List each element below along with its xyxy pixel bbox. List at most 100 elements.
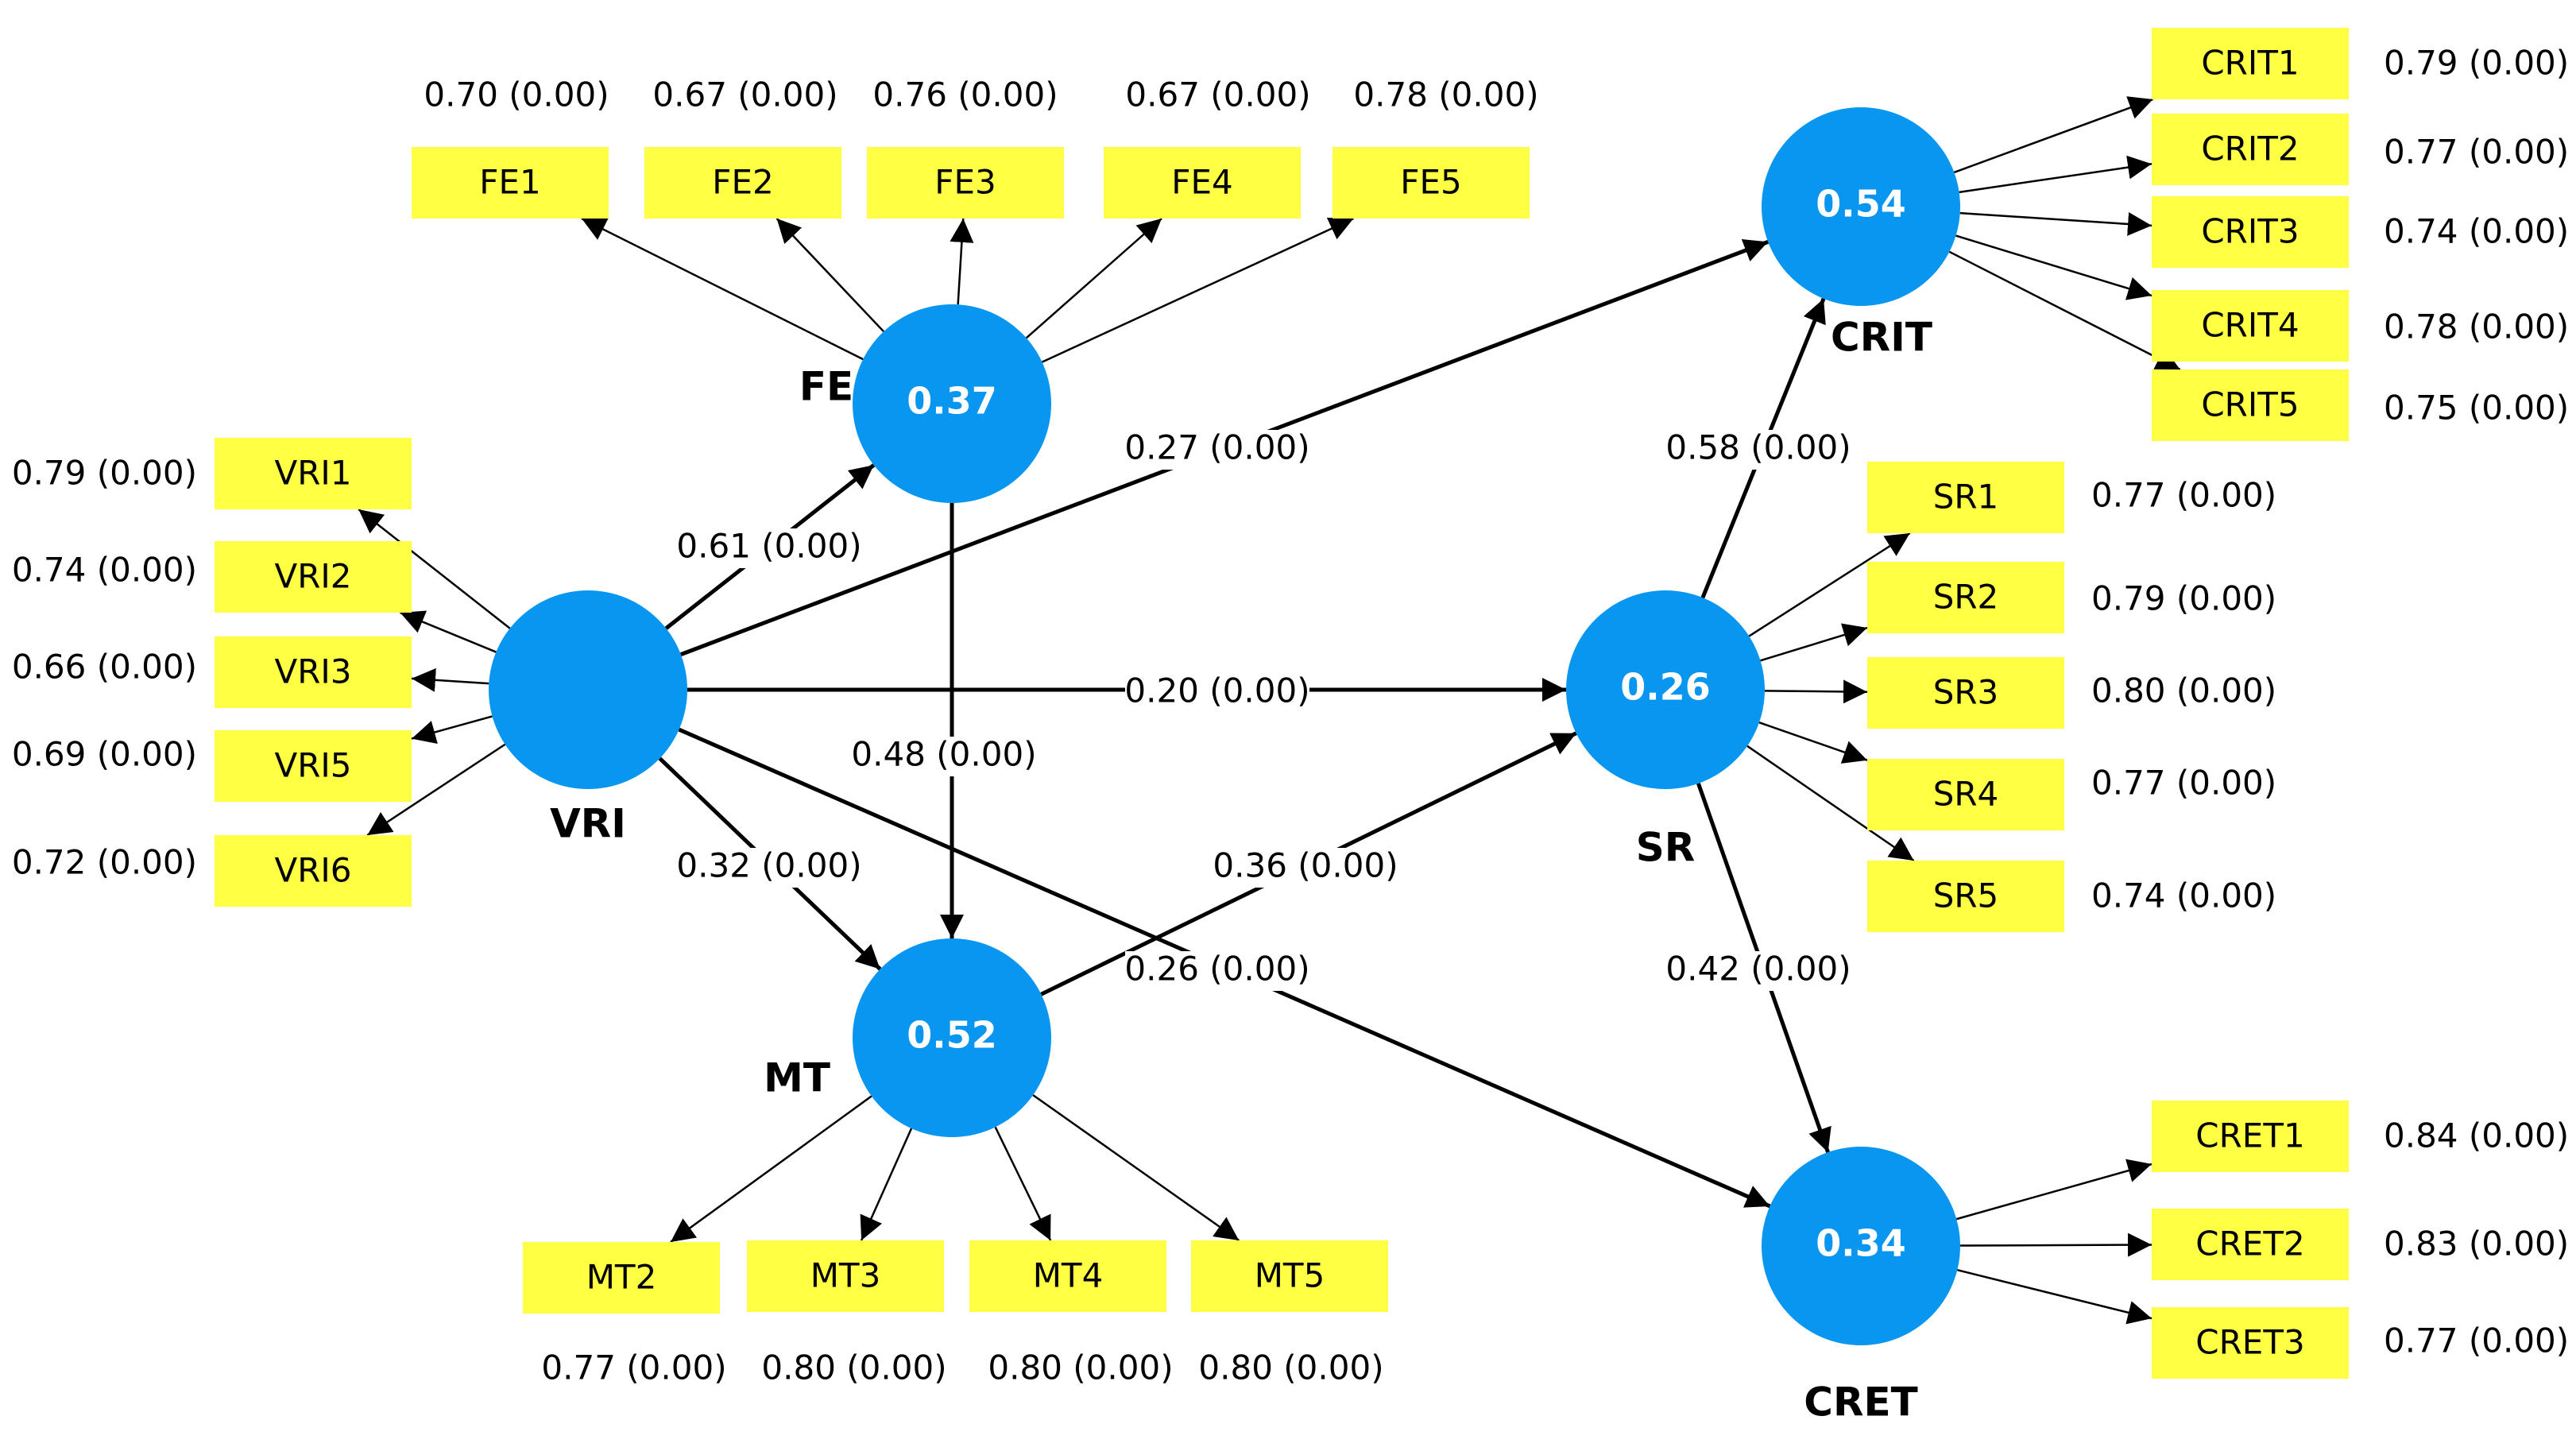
indicator-box[interactable] bbox=[644, 147, 841, 219]
indicator-vri6[interactable]: VRI6 bbox=[215, 835, 412, 907]
latent-name: SR bbox=[1636, 825, 1696, 871]
indicator-crit3[interactable]: CRIT3 bbox=[2152, 196, 2349, 268]
indicator-box[interactable] bbox=[215, 637, 412, 708]
indicator-fe1[interactable]: FE1 bbox=[412, 147, 609, 219]
indicator-label: MT3 bbox=[810, 1256, 881, 1295]
loading-value-cret2: 0.83 (0.00) bbox=[2384, 1225, 2569, 1263]
indicator-sr3[interactable]: SR3 bbox=[1867, 657, 2064, 729]
indicator-crit4[interactable]: CRIT4 bbox=[2152, 290, 2349, 362]
indicator-box[interactable] bbox=[1332, 147, 1530, 219]
loading-arrow-fe4 bbox=[1025, 218, 1162, 339]
indicator-label: FE4 bbox=[1171, 163, 1232, 202]
loading-arrow-mt3 bbox=[860, 1128, 913, 1241]
indicator-fe5[interactable]: FE5 bbox=[1332, 147, 1530, 219]
indicator-label: FE2 bbox=[712, 163, 773, 202]
indicator-box[interactable] bbox=[1867, 861, 2064, 932]
path-coef-bg bbox=[1213, 848, 1398, 888]
indicator-box[interactable] bbox=[2152, 290, 2349, 362]
indicator-box[interactable] bbox=[1104, 147, 1301, 219]
indicator-box[interactable] bbox=[1867, 657, 2064, 729]
indicator-crit1[interactable]: CRIT1 bbox=[2152, 28, 2349, 99]
indicator-box[interactable] bbox=[412, 147, 609, 219]
loading-arrow-mt5 bbox=[1032, 1094, 1240, 1242]
latent-circle[interactable] bbox=[1762, 1147, 1960, 1345]
indicator-label: CRET3 bbox=[2195, 1323, 2304, 1362]
loading-value-vri6: 0.72 (0.00) bbox=[12, 843, 197, 882]
loading-arrow-vri5 bbox=[411, 715, 493, 745]
loading-arrow-crit4 bbox=[1955, 234, 2152, 300]
latent-circle[interactable] bbox=[1762, 107, 1960, 306]
latent-circle[interactable] bbox=[489, 590, 687, 789]
indicator-box[interactable] bbox=[2152, 28, 2349, 99]
path-coef-vri-mt: 0.32 (0.00) bbox=[676, 846, 861, 885]
indicator-box[interactable] bbox=[1867, 759, 2064, 830]
indicator-box[interactable] bbox=[1867, 562, 2064, 633]
indicator-vri2[interactable]: VRI2 bbox=[215, 541, 412, 613]
r-squared-value: 0.52 bbox=[907, 1014, 997, 1057]
indicator-box[interactable] bbox=[215, 541, 412, 613]
loading-arrow-cret3 bbox=[1956, 1268, 2152, 1325]
loading-arrow-fe1 bbox=[581, 217, 864, 361]
indicator-cret2[interactable]: CRET2 bbox=[2152, 1209, 2349, 1280]
indicator-sr1[interactable]: SR1 bbox=[1867, 462, 2064, 533]
path-coef-bg bbox=[677, 848, 861, 888]
indicator-label: CRIT2 bbox=[2201, 130, 2299, 168]
indicator-fe2[interactable]: FE2 bbox=[644, 147, 841, 219]
indicator-box[interactable] bbox=[215, 835, 412, 907]
indicator-box[interactable] bbox=[2152, 370, 2349, 441]
indicator-box[interactable] bbox=[1191, 1240, 1388, 1312]
indicator-vri1[interactable]: VRI1 bbox=[215, 438, 412, 509]
indicator-cret1[interactable]: CRET1 bbox=[2152, 1101, 2349, 1172]
indicator-crit2[interactable]: CRIT2 bbox=[2152, 114, 2349, 185]
path-coef-vri-fe: 0.61 (0.00) bbox=[676, 527, 861, 566]
indicator-box[interactable] bbox=[523, 1242, 720, 1314]
latent-circle[interactable] bbox=[1566, 590, 1765, 789]
indicator-box[interactable] bbox=[2152, 196, 2349, 268]
indicator-cret3[interactable]: CRET3 bbox=[2152, 1307, 2349, 1379]
indicator-vri3[interactable]: VRI3 bbox=[215, 637, 412, 708]
path-coef-sr-cret: 0.42 (0.00) bbox=[1665, 950, 1851, 989]
loading-arrow-mt4 bbox=[994, 1126, 1052, 1241]
path-coef-bg bbox=[1666, 951, 1851, 991]
indicator-box[interactable] bbox=[1867, 462, 2064, 533]
indicator-box[interactable] bbox=[215, 438, 412, 509]
indicator-mt5[interactable]: MT5 bbox=[1191, 1240, 1388, 1312]
indicator-label: SR3 bbox=[1933, 673, 1999, 712]
indicator-mt2[interactable]: MT2 bbox=[523, 1242, 720, 1314]
indicator-crit5[interactable]: CRIT5 bbox=[2152, 370, 2349, 441]
indicator-fe3[interactable]: FE3 bbox=[867, 147, 1064, 219]
indicator-mt4[interactable]: MT4 bbox=[969, 1240, 1166, 1312]
indicator-box[interactable] bbox=[2152, 1307, 2349, 1379]
loading-arrow-cret1 bbox=[1955, 1159, 2152, 1221]
path-coef-bg bbox=[1125, 951, 1309, 991]
loading-value-fe1: 0.70 (0.00) bbox=[424, 75, 609, 114]
latent-name: VRI bbox=[550, 801, 626, 847]
indicator-box[interactable] bbox=[2152, 1209, 2349, 1280]
path-coef-bg bbox=[852, 737, 1036, 776]
indicator-box[interactable] bbox=[747, 1240, 944, 1312]
indicator-label: SR5 bbox=[1933, 876, 1999, 915]
loading-value-crit3: 0.74 (0.00) bbox=[2384, 212, 2569, 251]
indicator-box[interactable] bbox=[215, 730, 412, 802]
indicator-mt3[interactable]: MT3 bbox=[747, 1240, 944, 1312]
latent-circle[interactable] bbox=[853, 938, 1051, 1137]
indicator-box[interactable] bbox=[969, 1240, 1166, 1312]
indicator-box[interactable] bbox=[2152, 1101, 2349, 1172]
indicator-sr5[interactable]: SR5 bbox=[1867, 861, 2064, 932]
path-coef-fe-mt: 0.48 (0.00) bbox=[851, 735, 1036, 774]
latent-circle[interactable] bbox=[853, 304, 1051, 503]
latent-vri[interactable]: VRI bbox=[489, 590, 687, 847]
indicator-box[interactable] bbox=[867, 147, 1064, 219]
indicator-label: VRI6 bbox=[274, 851, 351, 890]
indicator-box[interactable] bbox=[2152, 114, 2349, 185]
indicator-fe4[interactable]: FE4 bbox=[1104, 147, 1301, 219]
indicator-sr2[interactable]: SR2 bbox=[1867, 562, 2064, 633]
indicator-label: MT5 bbox=[1255, 1256, 1325, 1295]
indicator-vri5[interactable]: VRI5 bbox=[215, 730, 412, 802]
indicator-sr4[interactable]: SR4 bbox=[1867, 759, 2064, 830]
